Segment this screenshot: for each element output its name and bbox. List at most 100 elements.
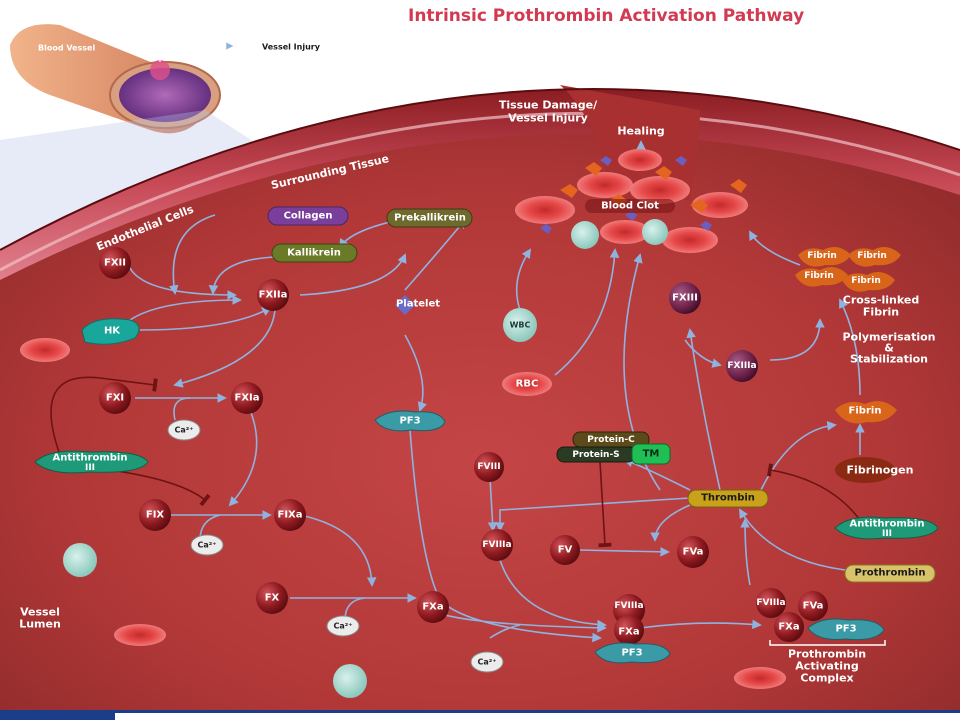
clot-rbc [630, 176, 690, 204]
fix-label: FIX [146, 510, 165, 521]
clot-wbc [642, 219, 668, 245]
ptac-fxa-shape [774, 612, 804, 642]
pf3-top-label: PF3 [399, 416, 420, 427]
fxi-label: FXI [106, 393, 124, 404]
fix-shape [139, 499, 171, 531]
footer-logo-block [0, 710, 115, 720]
blood-clot-label: Blood Clot [601, 201, 659, 212]
fv-shape [550, 535, 580, 565]
arrow-thrombin-fviii [495, 497, 691, 532]
node-fxii: FXII [99, 247, 131, 279]
fxiia-shape [257, 279, 289, 311]
ca3-label: Ca²⁺ [334, 622, 353, 631]
fibrin-blob [795, 266, 848, 287]
fibrin-shape [835, 401, 897, 424]
kallikrein-shape [271, 243, 358, 263]
tissue-damage-line1: Tissue Damage/ [499, 99, 598, 112]
fva-shape [677, 536, 709, 568]
fxiii-label: FXIII [672, 293, 698, 304]
antithrombin1-label-line1: Antithrombin [53, 453, 128, 464]
fx-label: FX [265, 593, 280, 604]
ptac-fva-label: FVa [803, 601, 824, 612]
arrow-fxiia-fxi [173, 309, 276, 388]
tm-shape [631, 443, 671, 465]
fviii-shape [474, 452, 504, 482]
node-prekallikrein: Prekallikrein [386, 208, 473, 228]
crosslinked-label-line1: Cross-linked [843, 294, 919, 307]
tissue-damage-line2: Vessel Injury [508, 112, 588, 125]
arrow-ptac-thrombin [740, 518, 751, 586]
clot-rbc [577, 172, 633, 198]
vessel-wall [0, 89, 960, 280]
kallikrein-label: Kallikrein [287, 248, 341, 259]
protein-s-label: Protein-S [572, 450, 619, 460]
node-crosslinked-fibrin: Fibrin Fibrin Fibrin Fibrin Cross-linked… [795, 246, 919, 319]
injury-marker [150, 60, 170, 80]
rbc-cell [114, 624, 166, 646]
node-fix: FIX [139, 499, 171, 531]
platelet-shape [395, 295, 415, 315]
arrow-platelet-pf3 [404, 334, 427, 412]
arrow-fxiiia-crosslinked [769, 318, 825, 361]
node-platelet: Platelet [395, 295, 440, 315]
fibrinogen-label: Fibrinogen [847, 464, 914, 477]
wbc-cell [333, 664, 367, 698]
node-hk: HK [81, 318, 140, 345]
fxia-label: FXIa [234, 393, 259, 404]
footer-bar [0, 710, 960, 720]
fibrin-blob [798, 246, 851, 267]
arrow-thrombin-fibrin [759, 421, 837, 493]
arrow-kallikrein-fxiia [208, 256, 276, 295]
fibrin-label-a: Fibrin [807, 251, 837, 261]
footer-line [115, 710, 960, 713]
arrow-thrombin-fva [650, 504, 691, 542]
node-antithrombin-2: Antithrombin III [834, 516, 939, 540]
arrow-thrombin-clot [623, 253, 661, 491]
ca4-shape [470, 651, 504, 673]
vessel-injury-label: Vessel Injury [262, 43, 321, 52]
blood-clot: Blood Clot [515, 149, 748, 253]
ca4-label: Ca²⁺ [478, 658, 497, 667]
ptac-label-line2: Activating [795, 660, 858, 673]
node-ca-3: Ca²⁺ [326, 615, 360, 637]
complex-pf3-shape [594, 642, 671, 664]
fxa-label: FXa [422, 602, 443, 613]
ptac-fxa-label: FXa [778, 622, 799, 633]
node-fibrin: Fibrin [835, 401, 897, 424]
node-ca-4: Ca²⁺ [470, 651, 504, 673]
fxiiia-label: FXIIIa [727, 361, 756, 371]
prekallikrein-shape [386, 208, 473, 228]
fva-label: FVa [683, 547, 704, 558]
ptac-label-line1: Prothrombin [788, 648, 866, 661]
collagen-shape [267, 206, 349, 226]
tm-label: TM [643, 449, 660, 460]
node-fviiia: FVIIIa [481, 529, 513, 561]
clot-rbc [618, 149, 662, 171]
clot-wbc [571, 221, 599, 249]
arrow-fibrin-clot [749, 230, 801, 266]
node-ca-2: Ca²⁺ [190, 534, 224, 556]
antithrombin2-label-line2: III [882, 529, 892, 539]
vessel-lumen [0, 89, 960, 710]
fibrin-blob [848, 246, 901, 267]
hk-label: HK [104, 326, 121, 337]
fxii-shape [99, 247, 131, 279]
protein-c-label: Protein-C [587, 435, 635, 445]
node-fibrinogen: Fibrinogen [835, 457, 913, 483]
fibrin-blob [842, 271, 895, 292]
arrow-collagen-path [169, 214, 216, 295]
vessel-outer-edge [0, 88, 960, 251]
node-prothrombin-activating-complex: FVIIIa FVa FXa PF3 Prothrombin Activatin… [756, 588, 886, 685]
vessel-lumen-label-line1: Vessel [20, 606, 60, 619]
node-rbc: RBC [502, 372, 552, 396]
node-fx: FX [256, 582, 288, 614]
fxia-shape [231, 382, 263, 414]
fxiiia-shape [726, 350, 758, 382]
rbc-node-shape [502, 372, 552, 396]
arrow-fxiii-fxiiia [684, 339, 722, 368]
node-fviii: FVIII [474, 452, 504, 482]
fixa-shape [274, 499, 306, 531]
arrow-wbc-clot [515, 248, 532, 311]
blood-vessel-label: Blood Vessel [38, 44, 95, 53]
fviii-label: FVIII [477, 462, 500, 472]
